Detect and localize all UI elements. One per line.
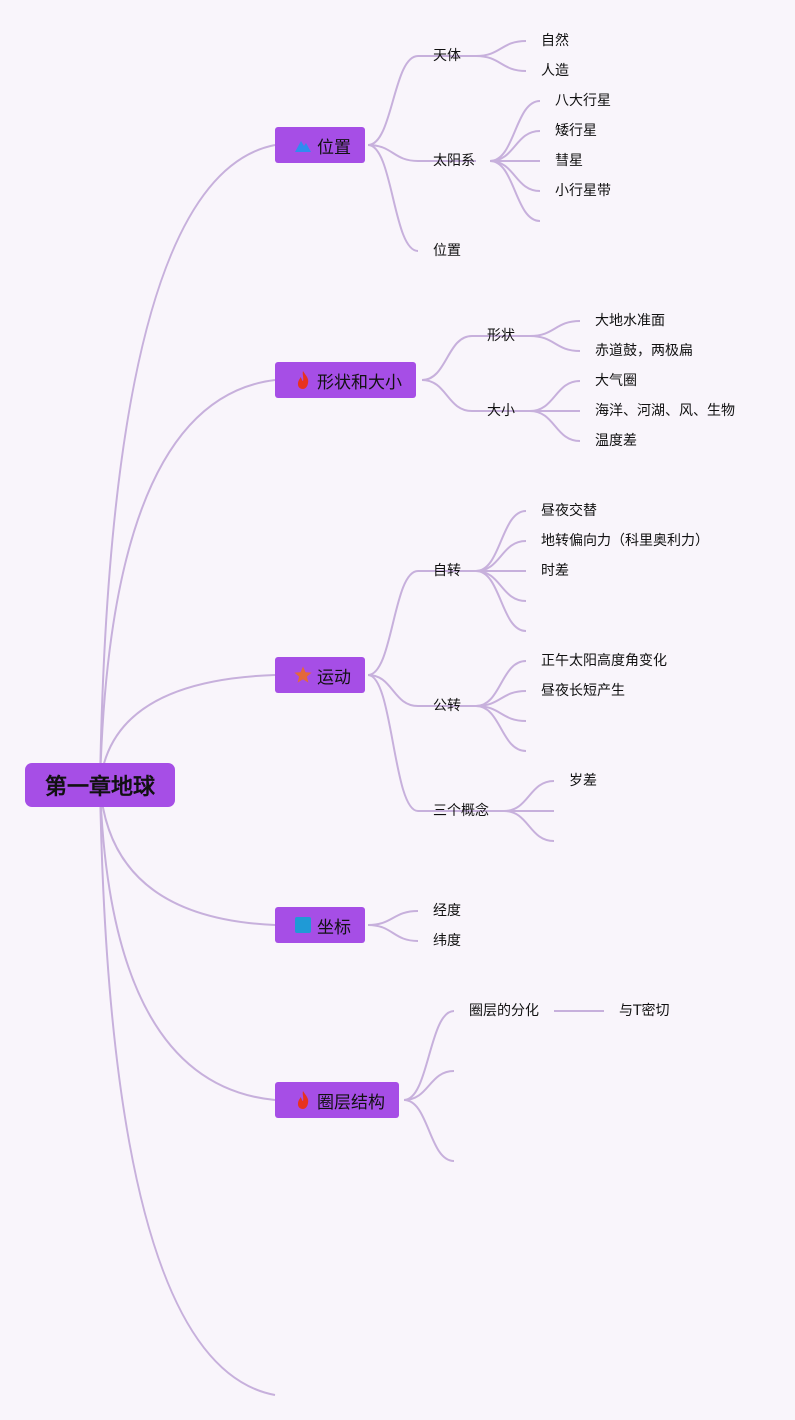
topic-solar-system[interactable]: 太阳系 (433, 153, 475, 169)
topic-celestial-body[interactable]: 天体 (433, 48, 461, 64)
subtopic-geoid[interactable]: 大地水准面 (595, 313, 665, 329)
root-connector (99, 784, 276, 926)
branch-layer-structure[interactable]: 圈层结构 (275, 1082, 399, 1118)
subtopic-artificial[interactable]: 人造 (541, 63, 569, 79)
topic-rotation[interactable]: 自转 (433, 563, 461, 579)
connector (367, 674, 504, 812)
connector (489, 160, 541, 192)
root-connector (99, 784, 276, 1101)
subtopic-eight-planets[interactable]: 八大行星 (555, 93, 611, 109)
connector (475, 570, 527, 632)
mountain-icon (293, 135, 313, 155)
connector (475, 510, 527, 572)
subtopic-precession[interactable]: 岁差 (569, 773, 597, 789)
branch-shape-size[interactable]: 形状和大小 (275, 362, 416, 398)
branch-position[interactable]: 位置 (275, 127, 365, 163)
connector (367, 910, 419, 926)
connector (367, 144, 419, 252)
connector (489, 100, 541, 162)
fire-icon (293, 1090, 313, 1110)
subtopic-coriolis-force[interactable]: 地转偏向力（科里奥利力） (541, 533, 709, 549)
subtopic-noon-sun-angle[interactable]: 正午太阳高度角变化 (541, 653, 667, 669)
connector (475, 705, 527, 752)
branch-label: 运动 (317, 667, 351, 688)
connector (529, 410, 581, 442)
subtopic-ocean-rivers-wind-life[interactable]: 海洋、河湖、风、生物 (595, 403, 735, 419)
connector (403, 1070, 455, 1101)
branch-label: 圈层结构 (317, 1092, 385, 1113)
connector (489, 160, 541, 222)
root-connector (99, 784, 276, 1396)
topic-revolution[interactable]: 公转 (433, 698, 461, 714)
connector (421, 335, 530, 381)
branch-label: 坐标 (317, 917, 351, 938)
branch-motion[interactable]: 运动 (275, 657, 365, 693)
connector (367, 570, 476, 676)
root-node[interactable]: 第一章地球 (25, 763, 175, 807)
branch-coordinates[interactable]: 坐标 (275, 907, 365, 943)
connector (367, 55, 476, 146)
connector (529, 335, 581, 352)
topic-size[interactable]: 大小 (487, 403, 515, 419)
subtopic-comet[interactable]: 彗星 (555, 153, 583, 169)
connector (503, 780, 555, 812)
connector (367, 674, 476, 707)
subtopic-asteroid-belt[interactable]: 小行星带 (555, 183, 611, 199)
connector (367, 144, 476, 162)
subtopic-time-difference[interactable]: 时差 (541, 563, 569, 579)
connector (475, 540, 527, 572)
connector (475, 55, 527, 72)
connector (489, 130, 541, 162)
subtopic-equatorial-bulge[interactable]: 赤道鼓，两极扁 (595, 343, 693, 359)
branch-label: 形状和大小 (317, 372, 402, 393)
connector (503, 810, 555, 842)
topic-longitude[interactable]: 经度 (433, 903, 461, 919)
subtopic-related-to-t[interactable]: 与T密切 (619, 1003, 670, 1019)
connector (529, 320, 581, 337)
star-icon (293, 665, 313, 685)
connector (403, 1099, 455, 1162)
topic-latitude[interactable]: 纬度 (433, 933, 461, 949)
root-connector (99, 144, 276, 786)
fire-icon (293, 370, 313, 390)
connector (367, 924, 419, 942)
connector (475, 40, 527, 57)
grid-icon (293, 915, 313, 935)
subtopic-natural[interactable]: 自然 (541, 33, 569, 49)
topic-layer-differentiation[interactable]: 圈层的分化 (469, 1003, 539, 1019)
topic-three-concepts[interactable]: 三个概念 (433, 803, 489, 819)
topic-position[interactable]: 位置 (433, 243, 461, 259)
subtopic-day-length[interactable]: 昼夜长短产生 (541, 683, 625, 699)
branch-label: 位置 (317, 137, 351, 158)
root-connector (99, 379, 276, 786)
root-connector (99, 674, 276, 786)
subtopic-atmosphere[interactable]: 大气圈 (595, 373, 637, 389)
subtopic-day-night[interactable]: 昼夜交替 (541, 503, 597, 519)
connector (529, 380, 581, 412)
subtopic-temperature-difference[interactable]: 温度差 (595, 433, 637, 449)
connector (403, 1010, 455, 1101)
topic-shape[interactable]: 形状 (487, 328, 515, 344)
connector (421, 379, 530, 412)
subtopic-dwarf-planet[interactable]: 矮行星 (555, 123, 597, 139)
connector (475, 570, 527, 602)
